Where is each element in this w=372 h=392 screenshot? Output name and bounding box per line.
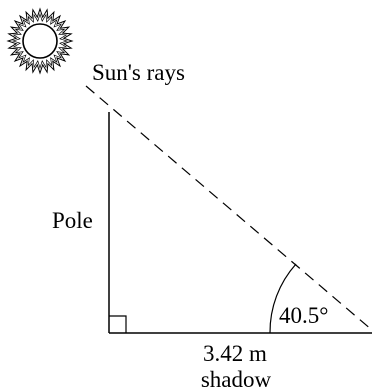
shadow-length-label: 3.42 m xyxy=(203,341,267,366)
angle-label: 40.5° xyxy=(279,303,328,328)
sun-rays-label: Sun's rays xyxy=(92,60,185,85)
right-angle-marker xyxy=(109,315,127,333)
pole-label: Pole xyxy=(52,208,93,233)
angle-arc xyxy=(269,263,297,334)
shadow-label: shadow xyxy=(201,367,272,392)
sun-icon xyxy=(6,7,74,75)
sun-ray-line xyxy=(85,85,372,331)
